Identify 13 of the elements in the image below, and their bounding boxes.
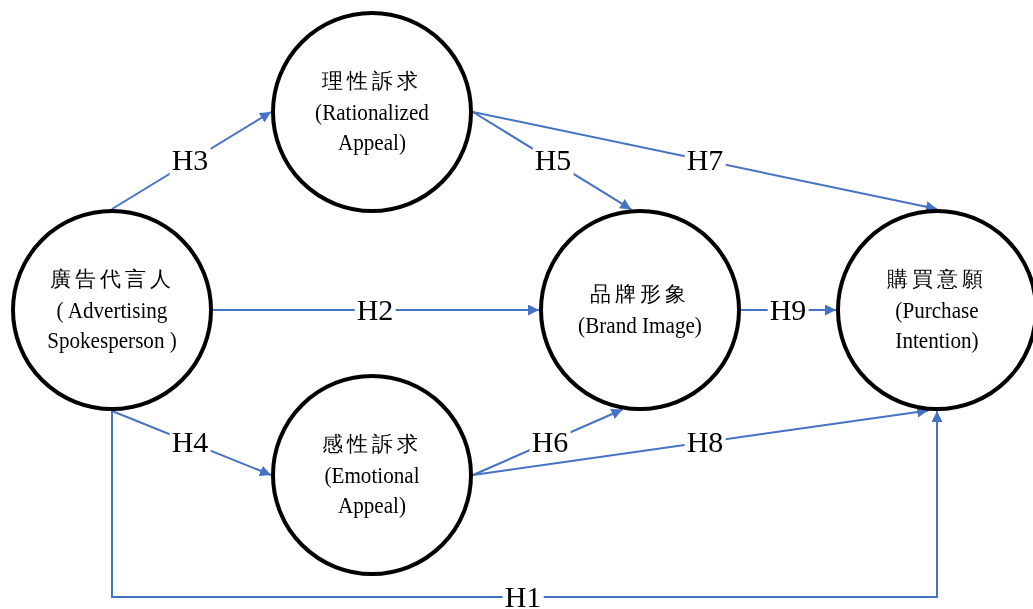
construct-english-name: (Emotional Appeal) <box>323 461 421 520</box>
construct-english-name: ( Advertising Spokesperson ) <box>46 296 178 355</box>
edge-label: H5 <box>532 145 574 175</box>
construct-name: 理性訴求 <box>321 68 423 95</box>
construct-english-name: (Brand Image) <box>577 311 703 340</box>
construct-english-name: (Rationalized Appeal) <box>314 98 430 157</box>
construct-name: 品牌形象 <box>589 281 691 308</box>
construct-name: 購買意願 <box>886 266 988 293</box>
construct-name: 感性訴求 <box>321 431 423 458</box>
arrow <box>111 410 943 598</box>
construct-name: 廣告代言人 <box>48 266 176 293</box>
edge-label: H3 <box>169 145 211 175</box>
construct-english-name: (Purchase Intention) <box>894 296 980 355</box>
